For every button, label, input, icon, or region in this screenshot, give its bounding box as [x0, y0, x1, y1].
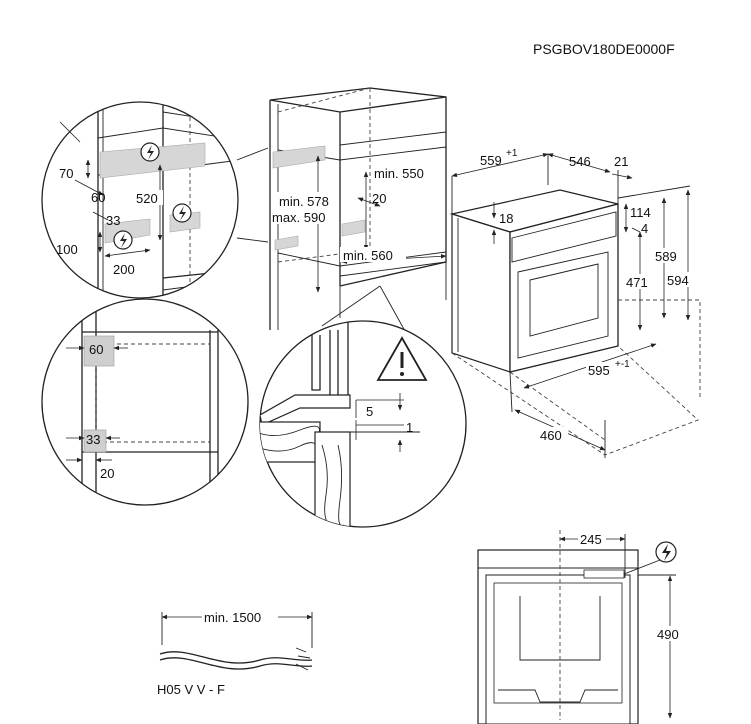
label-471: 471	[626, 275, 648, 290]
caution-triangle-icon	[376, 336, 428, 381]
label-60-side: 60	[89, 342, 103, 357]
power-cable-diagram: min. 1500 H05 V V - F	[157, 609, 313, 697]
label-70: 70	[59, 166, 73, 181]
label-4: 4	[641, 221, 648, 236]
label-589: 589	[655, 249, 677, 264]
lightning-warning-icon	[140, 142, 160, 162]
label-594: 594	[667, 273, 689, 288]
label-min-560: min. 560	[343, 248, 393, 263]
oven-isometric: 559 +1 546 21 18 114 4 471 589 594 595 +…	[449, 148, 701, 458]
detail-circle-top-left: 70 60 520 33 100 200	[41, 101, 239, 299]
label-5: 5	[366, 404, 373, 419]
cabinet-niche: min. 578 max. 590 min. 550 20 min. 560	[236, 87, 447, 341]
model-code: PSGBOV180DE0000F	[533, 41, 675, 57]
label-min-578: min. 578	[279, 194, 329, 209]
label-520: 520	[136, 191, 158, 206]
label-33-top: 33	[106, 213, 120, 228]
label-21: 21	[614, 154, 628, 169]
label-559: 559	[480, 153, 502, 168]
label-546: 546	[569, 154, 591, 169]
oven-rear-view: 245 490	[477, 530, 686, 724]
label-245: 245	[580, 532, 602, 547]
lightning-warning-icon	[172, 203, 192, 223]
label-595-tolerance: +-1	[615, 359, 630, 370]
label-33-side: 33	[86, 432, 100, 447]
label-595: 595	[588, 363, 610, 378]
label-cable-type: H05 V V - F	[157, 682, 225, 697]
detail-circle-bottom-center: 5 1	[259, 320, 467, 528]
label-460: 460	[540, 428, 562, 443]
lightning-warning-icon	[655, 541, 677, 563]
label-20-niche: 20	[372, 191, 386, 206]
label-20-side: 20	[100, 466, 114, 481]
label-559-tolerance: +1	[506, 148, 518, 159]
label-114: 114	[630, 205, 651, 220]
detail-circle-bottom-left: 60 33 20	[41, 298, 249, 506]
label-1: 1	[406, 420, 413, 435]
label-490: 490	[657, 627, 679, 642]
lightning-warning-icon	[113, 230, 133, 250]
label-max-590: max. 590	[272, 210, 325, 225]
label-200: 200	[113, 262, 135, 277]
label-18: 18	[499, 211, 513, 226]
label-100: 100	[56, 242, 78, 257]
label-min-1500: min. 1500	[204, 610, 261, 625]
label-min-550: min. 550	[374, 166, 424, 181]
label-60-top: 60	[91, 190, 105, 205]
